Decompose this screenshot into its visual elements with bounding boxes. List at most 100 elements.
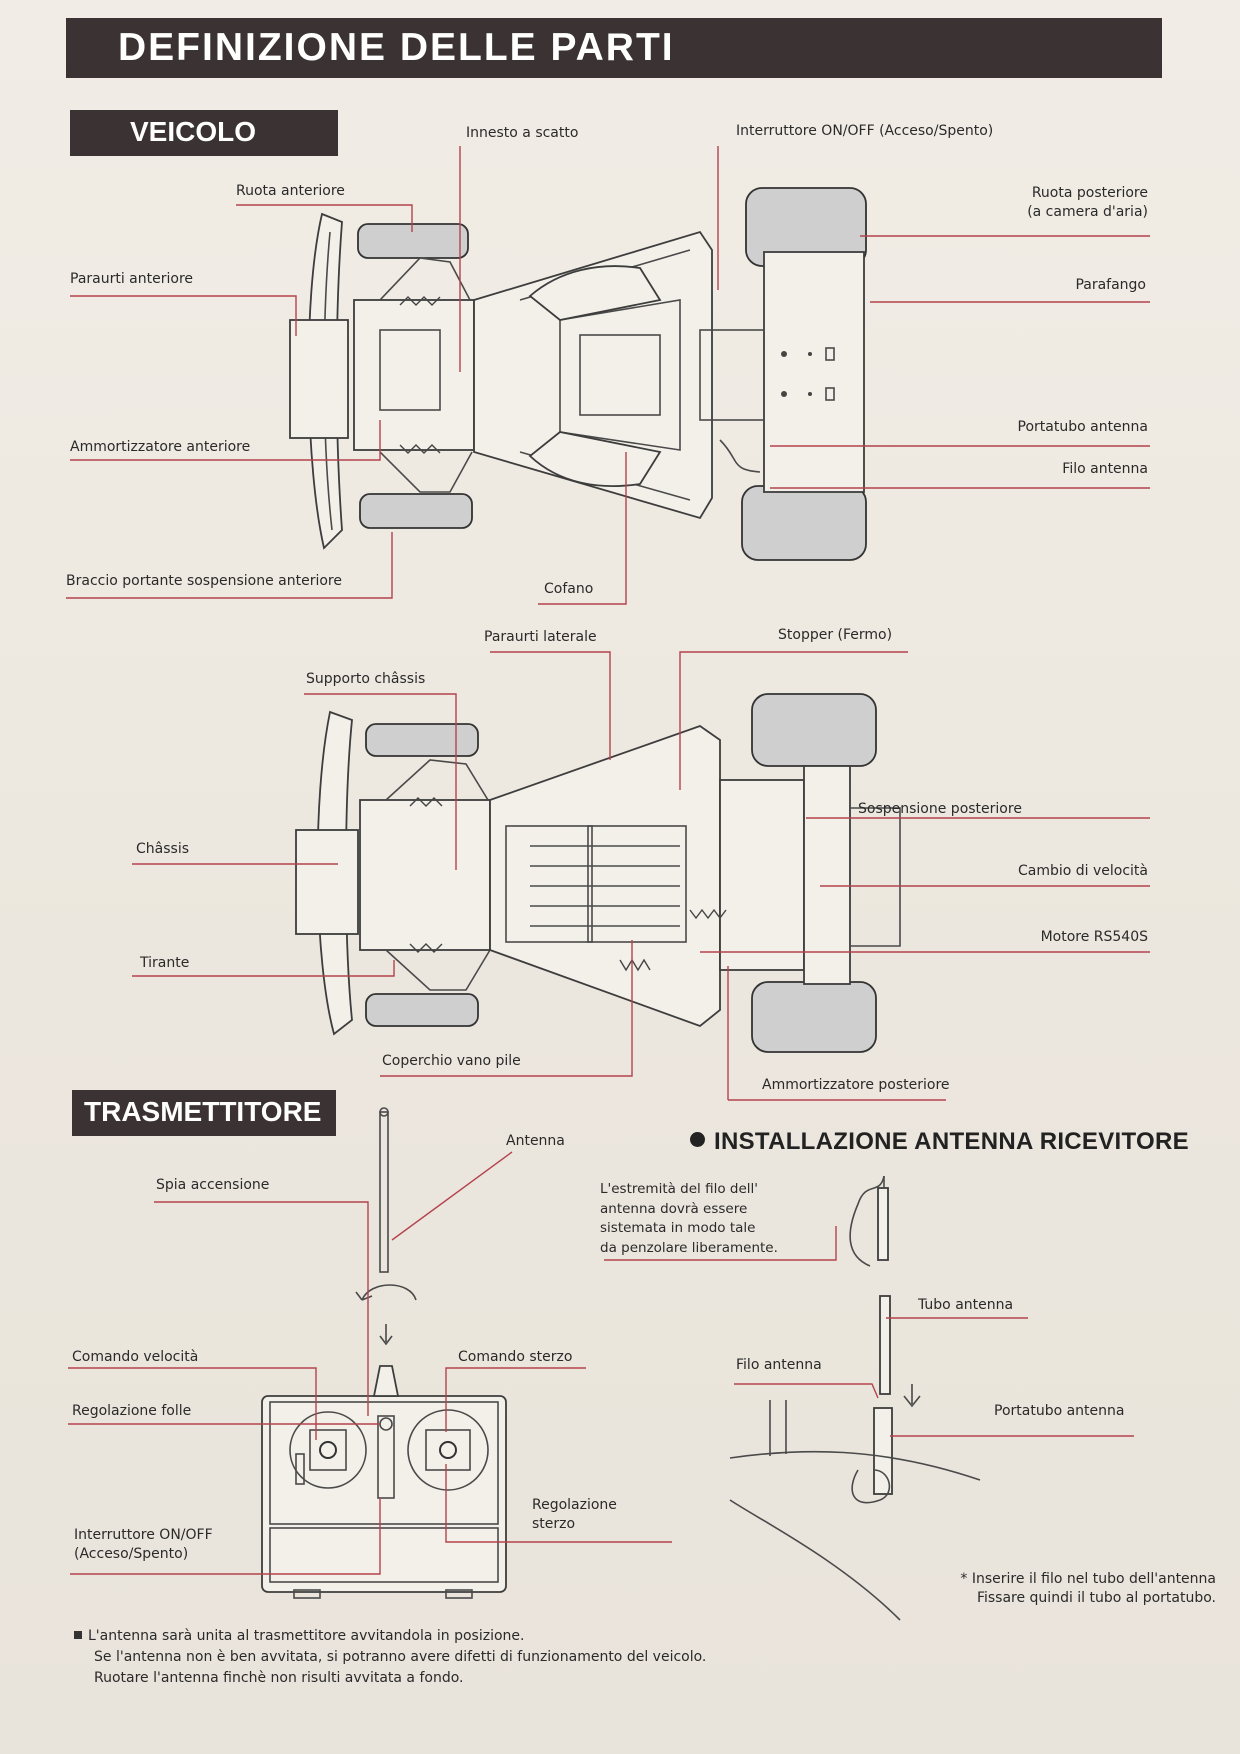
page-title: DEFINIZIONE DELLE PARTI bbox=[118, 26, 675, 69]
antenna-tube-lower bbox=[879, 1295, 891, 1395]
label-sospensione-posteriore: Sospensione posteriore bbox=[858, 801, 1022, 817]
label-filo-antenna-install: Filo antenna bbox=[736, 1357, 822, 1373]
battery-cover bbox=[505, 825, 687, 943]
bottom-front-springs bbox=[409, 797, 443, 953]
insert-arrow bbox=[903, 1384, 921, 1408]
label-braccio-portante: Braccio portante sospensione anteriore bbox=[66, 573, 342, 589]
label-interruttore-tx: Interruttore ON/OFF (Acceso/Spento) bbox=[74, 1526, 213, 1564]
label-ruota-posteriore: Ruota posteriore (a camera d'aria) bbox=[960, 184, 1148, 222]
installazione-desc-line4: da penzolare liberamente. bbox=[600, 1239, 778, 1256]
label-motore: Motore RS540S bbox=[1040, 929, 1148, 945]
label-comando-velocita: Comando velocità bbox=[72, 1349, 199, 1365]
label-portatubo-antenna-install: Portatubo antenna bbox=[994, 1403, 1125, 1419]
antenna-mast bbox=[379, 1111, 389, 1273]
section-heading-trasmettitore: TRASMETTITORE bbox=[72, 1090, 336, 1136]
bottom-rear-tire-bottom bbox=[751, 981, 877, 1053]
label-regolazione-sterzo-line2: sterzo bbox=[532, 1515, 576, 1532]
installazione-footnote: * Inserire il filo nel tubo dell'antenna… bbox=[880, 1570, 1216, 1608]
car-bottom-view bbox=[295, 693, 901, 1053]
label-chassis: Châssis bbox=[136, 841, 189, 857]
label-parafango: Parafango bbox=[1075, 277, 1146, 293]
label-cofano: Cofano bbox=[544, 581, 594, 597]
label-regolazione-sterzo: Regolazione sterzo bbox=[532, 1496, 617, 1534]
label-ruota-posteriore-line2: (a camera d'aria) bbox=[1027, 203, 1148, 220]
rear-axle-housing bbox=[803, 765, 851, 985]
label-cambio-velocita: Cambio di velocità bbox=[1017, 863, 1148, 879]
antenna-install-drawing bbox=[729, 1175, 981, 1621]
label-interruttore-veicolo: Interruttore ON/OFF (Acceso/Spento) bbox=[736, 123, 994, 139]
front-tire-left bbox=[357, 223, 469, 259]
page-title-banner: DEFINIZIONE DELLE PARTI bbox=[66, 18, 1162, 78]
car-top-view bbox=[289, 187, 867, 561]
throttle-stick-gimbal bbox=[289, 1411, 367, 1489]
rear-fender bbox=[763, 251, 865, 493]
note-line1: L'antenna sarà unita al trasmettitore av… bbox=[88, 1628, 525, 1644]
bottom-front-tire-left bbox=[365, 723, 479, 757]
rear-tire-bottom bbox=[741, 485, 867, 561]
wire-loop bbox=[851, 1469, 891, 1504]
front-housing bbox=[353, 299, 475, 451]
label-spia-accensione: Spia accensione bbox=[156, 1177, 270, 1193]
front-tire-right bbox=[359, 493, 473, 529]
installazione-heading-text: INSTALLAZIONE ANTENNA RICEVITORE bbox=[714, 1128, 1189, 1155]
note-line3: Ruotare l'antenna finchè non risulti avv… bbox=[94, 1670, 464, 1686]
bottom-front-housing bbox=[359, 799, 491, 951]
side-pod-bottom bbox=[528, 431, 662, 487]
label-antenna-tx: Antenna bbox=[506, 1133, 565, 1149]
motor-detail bbox=[689, 908, 727, 920]
antenna-wire-top bbox=[719, 439, 761, 473]
front-block bbox=[289, 319, 349, 439]
section-heading-veicolo: VEICOLO bbox=[70, 110, 338, 156]
label-interruttore-tx-line2: (Acceso/Spento) bbox=[74, 1545, 189, 1562]
label-paraurti-anteriore: Paraurti anteriore bbox=[70, 271, 194, 287]
label-supporto-chassis: Supporto châssis bbox=[306, 671, 426, 687]
note-bullet-square bbox=[74, 1631, 82, 1639]
bullet-dot bbox=[690, 1132, 705, 1147]
dangling-wire bbox=[849, 1175, 885, 1267]
label-ammortizzatore-posteriore: Ammortizzatore posteriore bbox=[762, 1077, 950, 1093]
label-coperchio-vano-pile: Coperchio vano pile bbox=[382, 1053, 521, 1069]
label-filo-antenna-veicolo: Filo antenna bbox=[1062, 461, 1148, 477]
tube-holder bbox=[873, 1407, 893, 1495]
chassis-body-bottom bbox=[489, 724, 721, 1028]
asterisk-mark: * bbox=[960, 1571, 972, 1587]
label-paraurti-laterale: Paraurti laterale bbox=[484, 629, 597, 645]
label-stopper: Stopper (Fermo) bbox=[778, 627, 893, 643]
rear-shock-detail bbox=[619, 958, 651, 972]
bottom-front-block bbox=[295, 829, 359, 935]
note-line2: Se l'antenna non è ben avvitata, si potr… bbox=[94, 1649, 707, 1665]
installazione-heading: INSTALLAZIONE ANTENNA RICEVITORE bbox=[690, 1128, 1189, 1156]
transmitter-drawing bbox=[261, 1107, 507, 1599]
label-interruttore-tx-line1: Interruttore ON/OFF bbox=[74, 1527, 213, 1543]
label-ruota-posteriore-line1: Ruota posteriore bbox=[1031, 185, 1148, 201]
label-tirante: Tirante bbox=[140, 955, 190, 971]
trasmettitore-heading: TRASMETTITORE bbox=[84, 1096, 322, 1127]
antenna-base bbox=[372, 1365, 400, 1397]
bottom-front-tire-right bbox=[365, 993, 479, 1027]
label-ruota-anteriore: Ruota anteriore bbox=[236, 183, 345, 199]
installazione-desc-line3: sistemata in modo tale bbox=[600, 1220, 756, 1237]
footnote-line2: Fissare quindi il tubo al portatubo. bbox=[976, 1589, 1216, 1606]
label-tubo-antenna: Tubo antenna bbox=[918, 1297, 1014, 1313]
installazione-description: L'estremità del filo dell' antenna dovrà… bbox=[600, 1180, 778, 1258]
label-ammortizzatore-anteriore: Ammortizzatore anteriore bbox=[70, 439, 251, 455]
bottom-rear-tire-top bbox=[751, 693, 877, 767]
leader-lines-transmitter bbox=[68, 1151, 672, 1575]
leader-lines-top bbox=[66, 146, 1150, 605]
transmitter-notes: L'antenna sarà unita al trasmettitore av… bbox=[74, 1626, 706, 1689]
label-comando-sterzo: Comando sterzo bbox=[458, 1349, 573, 1365]
footnote-line1: Inserire il filo nel tubo dell'antenna bbox=[971, 1571, 1216, 1587]
label-portatubo-antenna-veicolo: Portatubo antenna bbox=[1017, 419, 1148, 435]
label-regolazione-sterzo-line1: Regolazione bbox=[532, 1497, 617, 1513]
leader-lines-bottom bbox=[132, 651, 1150, 1101]
label-innesto-a-scatto: Innesto a scatto bbox=[466, 125, 579, 141]
installazione-desc-line1: L'estremità del filo dell' bbox=[600, 1181, 758, 1197]
label-regolazione-folle: Regolazione folle bbox=[72, 1403, 192, 1419]
leader-lines-install bbox=[604, 1226, 1134, 1437]
antenna-tube-upper bbox=[877, 1187, 889, 1261]
installazione-desc-line2: antenna dovrà essere bbox=[600, 1200, 748, 1217]
screw-arrow bbox=[355, 1284, 417, 1301]
gearbox bbox=[719, 779, 805, 971]
